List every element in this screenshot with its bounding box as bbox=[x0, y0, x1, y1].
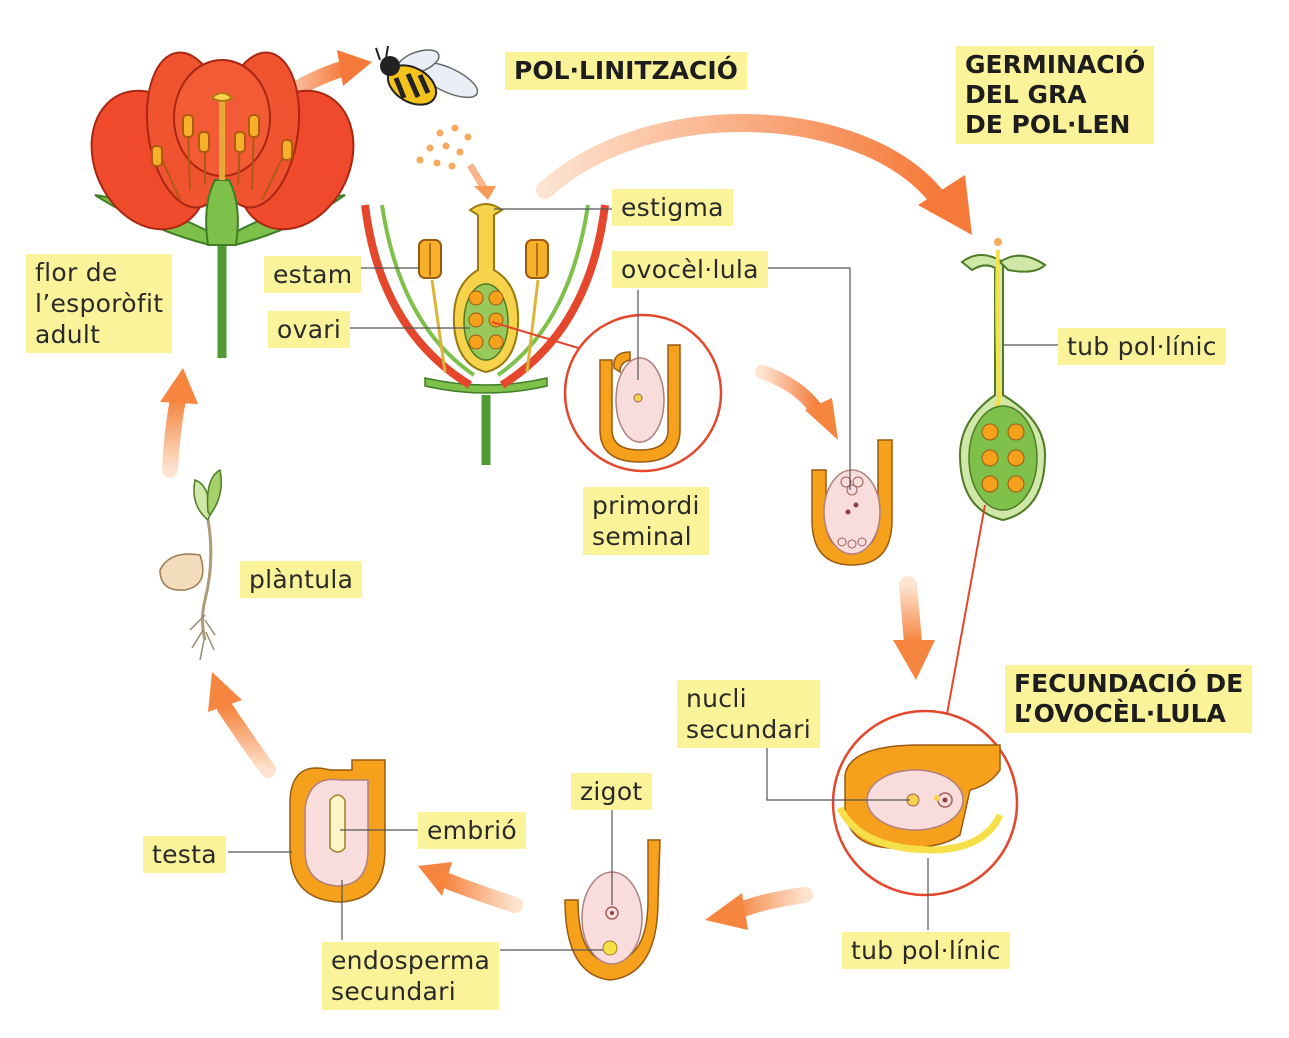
label-egg-cell: ovocèl·lula bbox=[612, 251, 768, 288]
label-adult-flower: flor de l’esporòfit adult bbox=[26, 254, 173, 353]
label-pollen-tube-top: tub pol·línic bbox=[1058, 328, 1226, 365]
zygote-ovule bbox=[564, 839, 661, 981]
label-ovary: ovari bbox=[268, 311, 351, 348]
heading-germination: GERMINACIÓ DEL GRA DE POL·LEN bbox=[956, 46, 1155, 144]
label-seedling: plàntula bbox=[240, 561, 363, 598]
seed bbox=[289, 759, 386, 903]
ovule-with-sperm bbox=[811, 439, 893, 566]
leader-lines bbox=[228, 208, 1058, 951]
label-secondary-endosperm: endosperma secundari bbox=[322, 942, 500, 1010]
heading-pollination: POL·LINITZACIÓ bbox=[505, 52, 747, 90]
germinating-pistil bbox=[958, 238, 1047, 522]
adult-flower bbox=[90, 51, 355, 358]
pollen-grains-icon bbox=[416, 124, 472, 170]
flower-section bbox=[361, 203, 609, 465]
ovule-zoom bbox=[491, 313, 723, 473]
cycle-arrows bbox=[160, 50, 972, 930]
label-secondary-nucleus: nucli secundari bbox=[677, 680, 820, 748]
label-seed-coat: testa bbox=[143, 836, 226, 873]
label-ovule: primordi seminal bbox=[583, 487, 709, 555]
seedling bbox=[159, 468, 222, 661]
label-stigma: estigma bbox=[612, 189, 733, 226]
heading-fertilization: FECUNDACIÓ DE L’OVOCÈL·LULA bbox=[1005, 665, 1253, 733]
label-stamen: estam bbox=[264, 256, 362, 293]
label-zygote: zigot bbox=[571, 773, 652, 810]
fertilization-zoom bbox=[831, 504, 1019, 897]
label-pollen-tube-bottom: tub pol·línic bbox=[842, 932, 1010, 969]
bee-icon bbox=[375, 45, 479, 106]
label-embryo: embrió bbox=[418, 812, 526, 849]
